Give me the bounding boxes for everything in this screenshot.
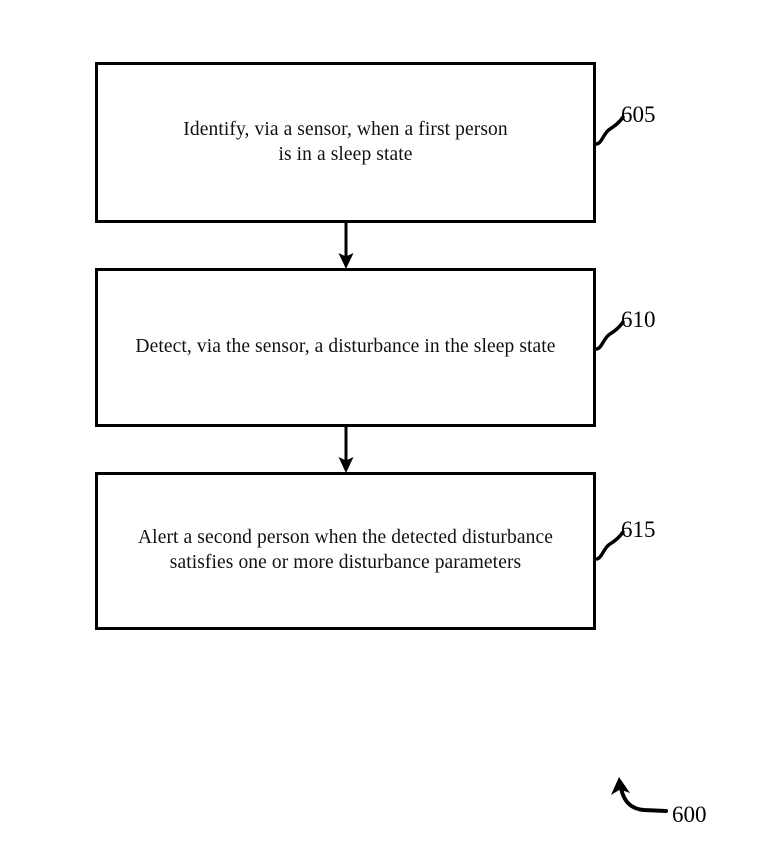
flow-step-box-615: Alert a second person when the detected … [95, 472, 596, 630]
reference-numeral-615: 615 [621, 517, 656, 542]
leader-line-605 [593, 115, 625, 146]
flow-step-text-615: Alert a second person when the detected … [138, 527, 553, 573]
reference-numeral-610: 610 [621, 307, 656, 332]
flow-step-box-610: Detect, via the sensor, a disturbance in… [95, 268, 596, 427]
connector-arrow-605-to-610 [338, 222, 354, 269]
connector-arrow-610-to-615 [338, 426, 354, 473]
leader-line-610 [593, 320, 625, 351]
flow-step-text-610: Detect, via the sensor, a disturbance in… [135, 336, 556, 358]
leader-line-615 [593, 530, 625, 561]
figure-number-600: 600 [672, 802, 707, 827]
flow-step-text-605: Identify, via a sensor, when a first per… [183, 118, 508, 165]
flow-step-box-605: Identify, via a sensor, when a first per… [95, 62, 596, 223]
figure-callout-arrow-icon [611, 777, 668, 813]
reference-numeral-605: 605 [621, 102, 656, 127]
